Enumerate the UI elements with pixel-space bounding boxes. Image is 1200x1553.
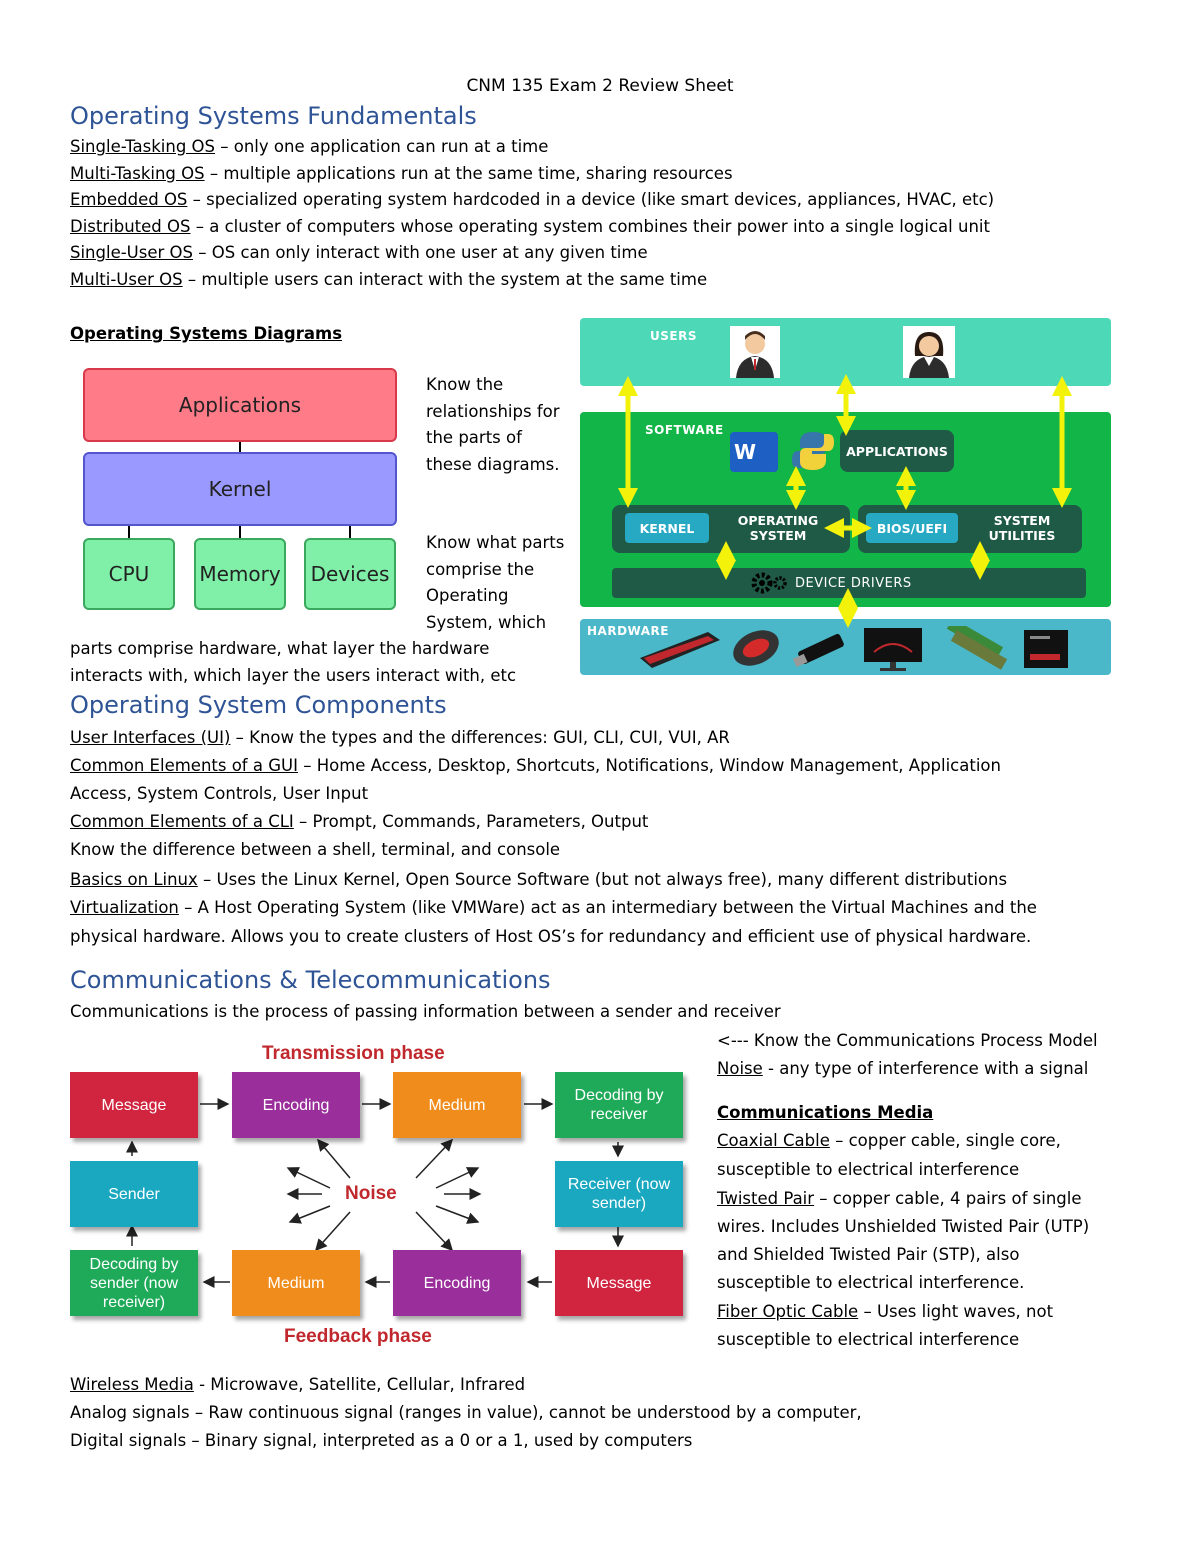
user-female-icon (903, 326, 955, 378)
feedback-phase-label: Feedback phase (284, 1326, 432, 1347)
document-title: CNM 135 Exam 2 Review Sheet (466, 76, 734, 96)
os-type-item: Multi-User OS – multiple users can inter… (70, 270, 707, 290)
section-heading-os-components: Operating System Components (70, 691, 447, 719)
fiber-line: Fiber Optic Cable – Uses light waves, no… (717, 1302, 1054, 1321)
os-type-term: Multi-Tasking OS (70, 163, 205, 183)
digital-line: Digital signals – Binary signal, interpr… (70, 1431, 693, 1450)
os-type-item: Single-User OS – OS can only interact wi… (70, 243, 648, 263)
applications-layer: Applications (83, 368, 397, 442)
message-box: Message (70, 1072, 198, 1138)
monitor-icon (864, 628, 922, 671)
ram-icon (946, 626, 1008, 670)
os-type-description: – only one application can run at a time (215, 137, 549, 156)
gui-line-cont: Access, System Controls, User Input (70, 784, 369, 803)
feedback-encoding-box: Encoding (393, 1250, 521, 1316)
os-type-term: Single-Tasking OS (70, 137, 215, 156)
os-type-description: – multiple applications run at the same … (204, 163, 733, 183)
python-icon (792, 430, 834, 472)
shell-line: Know the difference between a shell, ter… (70, 840, 561, 859)
decoding-by-receiver-box: Decoding by receiver (555, 1072, 683, 1138)
mouse-icon (733, 630, 779, 666)
user-male-icon (730, 326, 780, 378)
os-type-item: Embedded OS – specialized operating syst… (70, 190, 994, 210)
os-type-term: Embedded OS (70, 190, 188, 210)
twisted-pair-line-2: wires. Includes Unshielded Twisted Pair … (717, 1217, 1090, 1236)
noise-label: Noise (345, 1183, 397, 1204)
wireless-line: Wireless Media - Microwave, Satellite, C… (70, 1375, 526, 1394)
transmission-phase-label: Transmission phase (262, 1043, 445, 1064)
fiber-line-cont: susceptible to electrical interference (717, 1330, 1020, 1349)
section-heading-communications: Communications & Telecommunications (70, 966, 551, 994)
keyboard-icon (640, 632, 720, 668)
linux-line: Basics on Linux – Uses the Linux Kernel,… (70, 870, 1008, 889)
os-interaction-arrows (618, 374, 1072, 628)
ssd-icon (1024, 630, 1068, 668)
twisted-pair-line-3: and Shielded Twisted Pair (STP), also (717, 1245, 1020, 1264)
os-type-item: Multi-Tasking OS – multiple applications… (70, 164, 733, 184)
receiver-now-sender-box: Receiver (now sender) (555, 1161, 683, 1227)
os-type-description: – specialized operating system hardcoded… (187, 190, 995, 210)
memory-box: Memory (194, 538, 286, 610)
software-label: SOFTWARE (645, 423, 724, 437)
device-drivers-label: DEVICE DRIVERS (795, 576, 912, 591)
kernel-block: KERNEL (625, 513, 709, 543)
gui-line: Common Elements of a GUI – Home Access, … (70, 756, 1001, 775)
system-utilities-label: SYSTEM UTILITIES (988, 513, 1056, 543)
gears-icon (748, 571, 790, 595)
twisted-pair-line: Twisted Pair – copper cable, 4 pairs of … (717, 1189, 1082, 1208)
diagram-note-parts: Know what parts comprise the Operating S… (426, 533, 565, 632)
os-type-description: – OS can only interact with one user at … (193, 243, 648, 263)
ui-line: User Interfaces (UI) – Know the types an… (70, 728, 730, 747)
os-type-term: Single-User OS (70, 243, 193, 263)
os-type-description: – a cluster of computers whose operating… (190, 216, 990, 236)
word-icon: W (730, 432, 778, 472)
medium-box: Medium (393, 1072, 521, 1138)
virtualization-line: Virtualization – A Host Operating System… (70, 898, 1037, 917)
model-note: <--- Know the Communications Process Mod… (717, 1031, 1098, 1050)
media-heading: Communications Media (717, 1103, 934, 1122)
operating-system-label: OPERATING SYSTEM (737, 513, 819, 543)
hardware-layer (580, 619, 1111, 675)
os-type-term: Distributed OS (70, 216, 191, 236)
os-type-term: Multi-User OS (70, 270, 183, 289)
coax-line: Coaxial Cable – copper cable, single cor… (717, 1131, 1061, 1150)
feedback-message-box: Message (555, 1250, 683, 1316)
cpu-box: CPU (83, 538, 175, 610)
coax-line-cont: susceptible to electrical interference (717, 1160, 1020, 1179)
kernel-layer: Kernel (83, 452, 397, 526)
twisted-pair-line-4: susceptible to electrical interference. (717, 1273, 1025, 1292)
usb-drive-icon (792, 633, 844, 668)
section-heading-os-fundamentals: Operating Systems Fundamentals (70, 102, 477, 130)
os-type-description: – multiple users can interact with the s… (182, 270, 708, 289)
noise-line: Noise - any type of interference with a … (717, 1059, 1089, 1078)
virtualization-line-cont: physical hardware. Allows you to create … (70, 927, 1032, 946)
applications-block: APPLICATIONS (840, 430, 954, 472)
sender-box: Sender (70, 1161, 198, 1227)
os-type-item: Single-Tasking OS – only one application… (70, 137, 548, 157)
diagrams-heading: Operating Systems Diagrams (70, 324, 343, 343)
hardware-label: HARDWARE (587, 624, 669, 638)
bios-uefi-block: BIOS/UEFI (866, 513, 958, 543)
cli-line: Common Elements of a CLI – Prompt, Comma… (70, 812, 649, 831)
users-label: USERS (650, 329, 697, 343)
diagram-note-layers: parts comprise hardware, what layer the … (70, 639, 517, 685)
encoding-box: Encoding (232, 1072, 360, 1138)
hardware-icons (640, 626, 1068, 671)
communication-flow-arrows (126, 1098, 624, 1288)
devices-box: Devices (304, 538, 396, 610)
os-type-item: Distributed OS – a cluster of computers … (70, 217, 990, 237)
diagram-note-relationships: Know the relationships for the parts of … (426, 375, 560, 474)
decoding-by-sender-box: Decoding by sender (now receiver) (70, 1250, 198, 1316)
feedback-medium-box: Medium (232, 1250, 360, 1316)
communications-intro: Communications is the process of passing… (70, 1002, 781, 1021)
analog-line: Analog signals – Raw continuous signal (… (70, 1403, 862, 1422)
